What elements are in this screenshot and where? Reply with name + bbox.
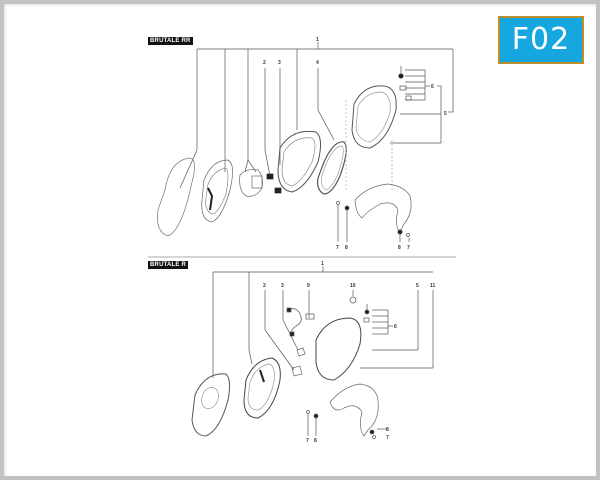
- section-title-brutale-r: BRUTALE R: [148, 261, 189, 269]
- callout-rr-5: 5: [444, 111, 447, 117]
- callout-r-1: 1: [321, 261, 324, 267]
- callout-rr-3: 3: [278, 60, 281, 66]
- callout-rr-8a: 8: [345, 245, 348, 251]
- section-title-brutale-rr: BRUTALE RR: [148, 37, 193, 45]
- callout-r-6: 6: [394, 324, 397, 330]
- callout-r-9: 9: [307, 283, 310, 289]
- callout-rr-2: 2: [263, 60, 266, 66]
- callout-rr-1: 1: [316, 37, 319, 43]
- callout-r-11: 11: [430, 283, 436, 289]
- callout-r-7b: 7: [386, 435, 389, 441]
- callout-rr-8b: 8: [398, 245, 401, 251]
- callout-rr-6: 6: [431, 84, 434, 90]
- callout-r-7a: 7: [306, 438, 309, 444]
- callout-r-5: 5: [416, 283, 419, 289]
- figure-code-badge: F02: [498, 16, 584, 64]
- callout-rr-7a: 7: [336, 245, 339, 251]
- callout-r-10: 10: [350, 283, 356, 289]
- callout-rr-4: 4: [316, 60, 319, 66]
- callout-r-8b: 8: [386, 427, 389, 433]
- callout-r-3: 3: [281, 283, 284, 289]
- callout-r-2: 2: [263, 283, 266, 289]
- callout-r-8a: 8: [314, 438, 317, 444]
- callout-rr-7b: 7: [407, 245, 410, 251]
